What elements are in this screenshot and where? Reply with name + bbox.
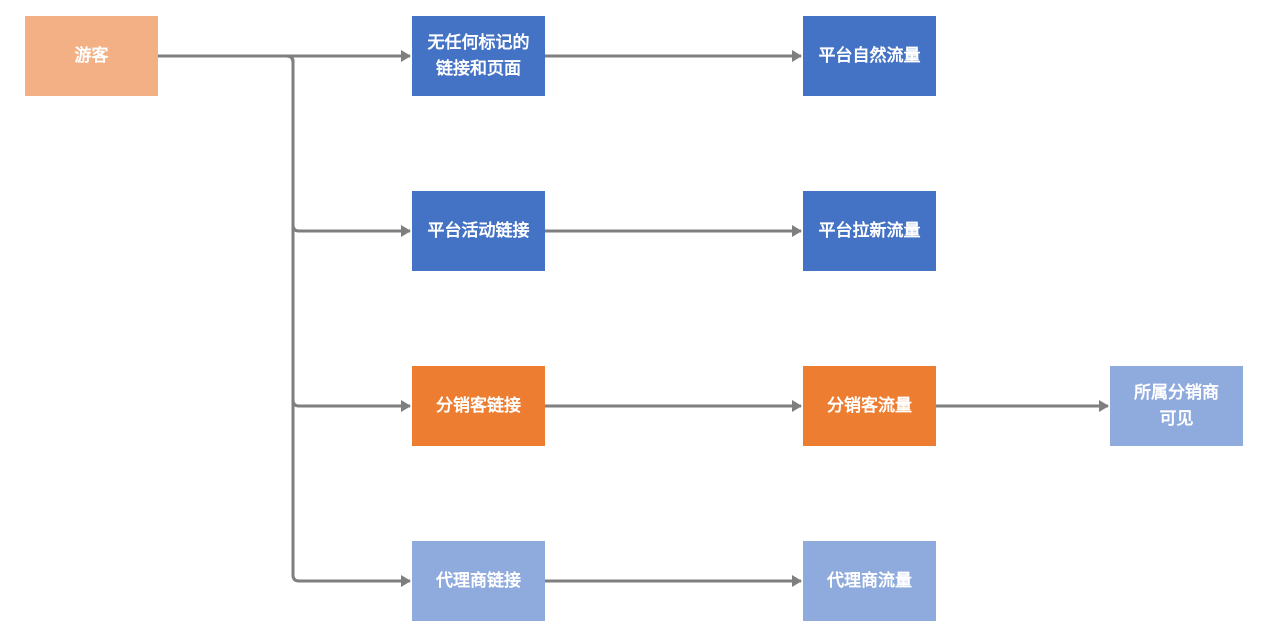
node-visitor: 游客 [25, 16, 158, 96]
node-link-distributor: 分销客链接 [412, 366, 545, 446]
edge-visitor-to-link-agent [158, 54, 411, 587]
edge-visitor-to-link-platform-activity [158, 54, 411, 237]
node-traffic-platform-natural: 平台自然流量 [803, 16, 936, 96]
node-traffic-agent: 代理商流量 [803, 541, 936, 621]
node-traffic-distributor: 分销客流量 [803, 366, 936, 446]
node-link-agent: 代理商链接 [412, 541, 545, 621]
node-link-unmarked: 无任何标记的 链接和页面 [412, 16, 545, 96]
node-link-platform-activity: 平台活动链接 [412, 191, 545, 271]
node-traffic-platform-new: 平台拉新流量 [803, 191, 936, 271]
node-visible-to-distributor: 所属分销商 可见 [1110, 366, 1243, 446]
